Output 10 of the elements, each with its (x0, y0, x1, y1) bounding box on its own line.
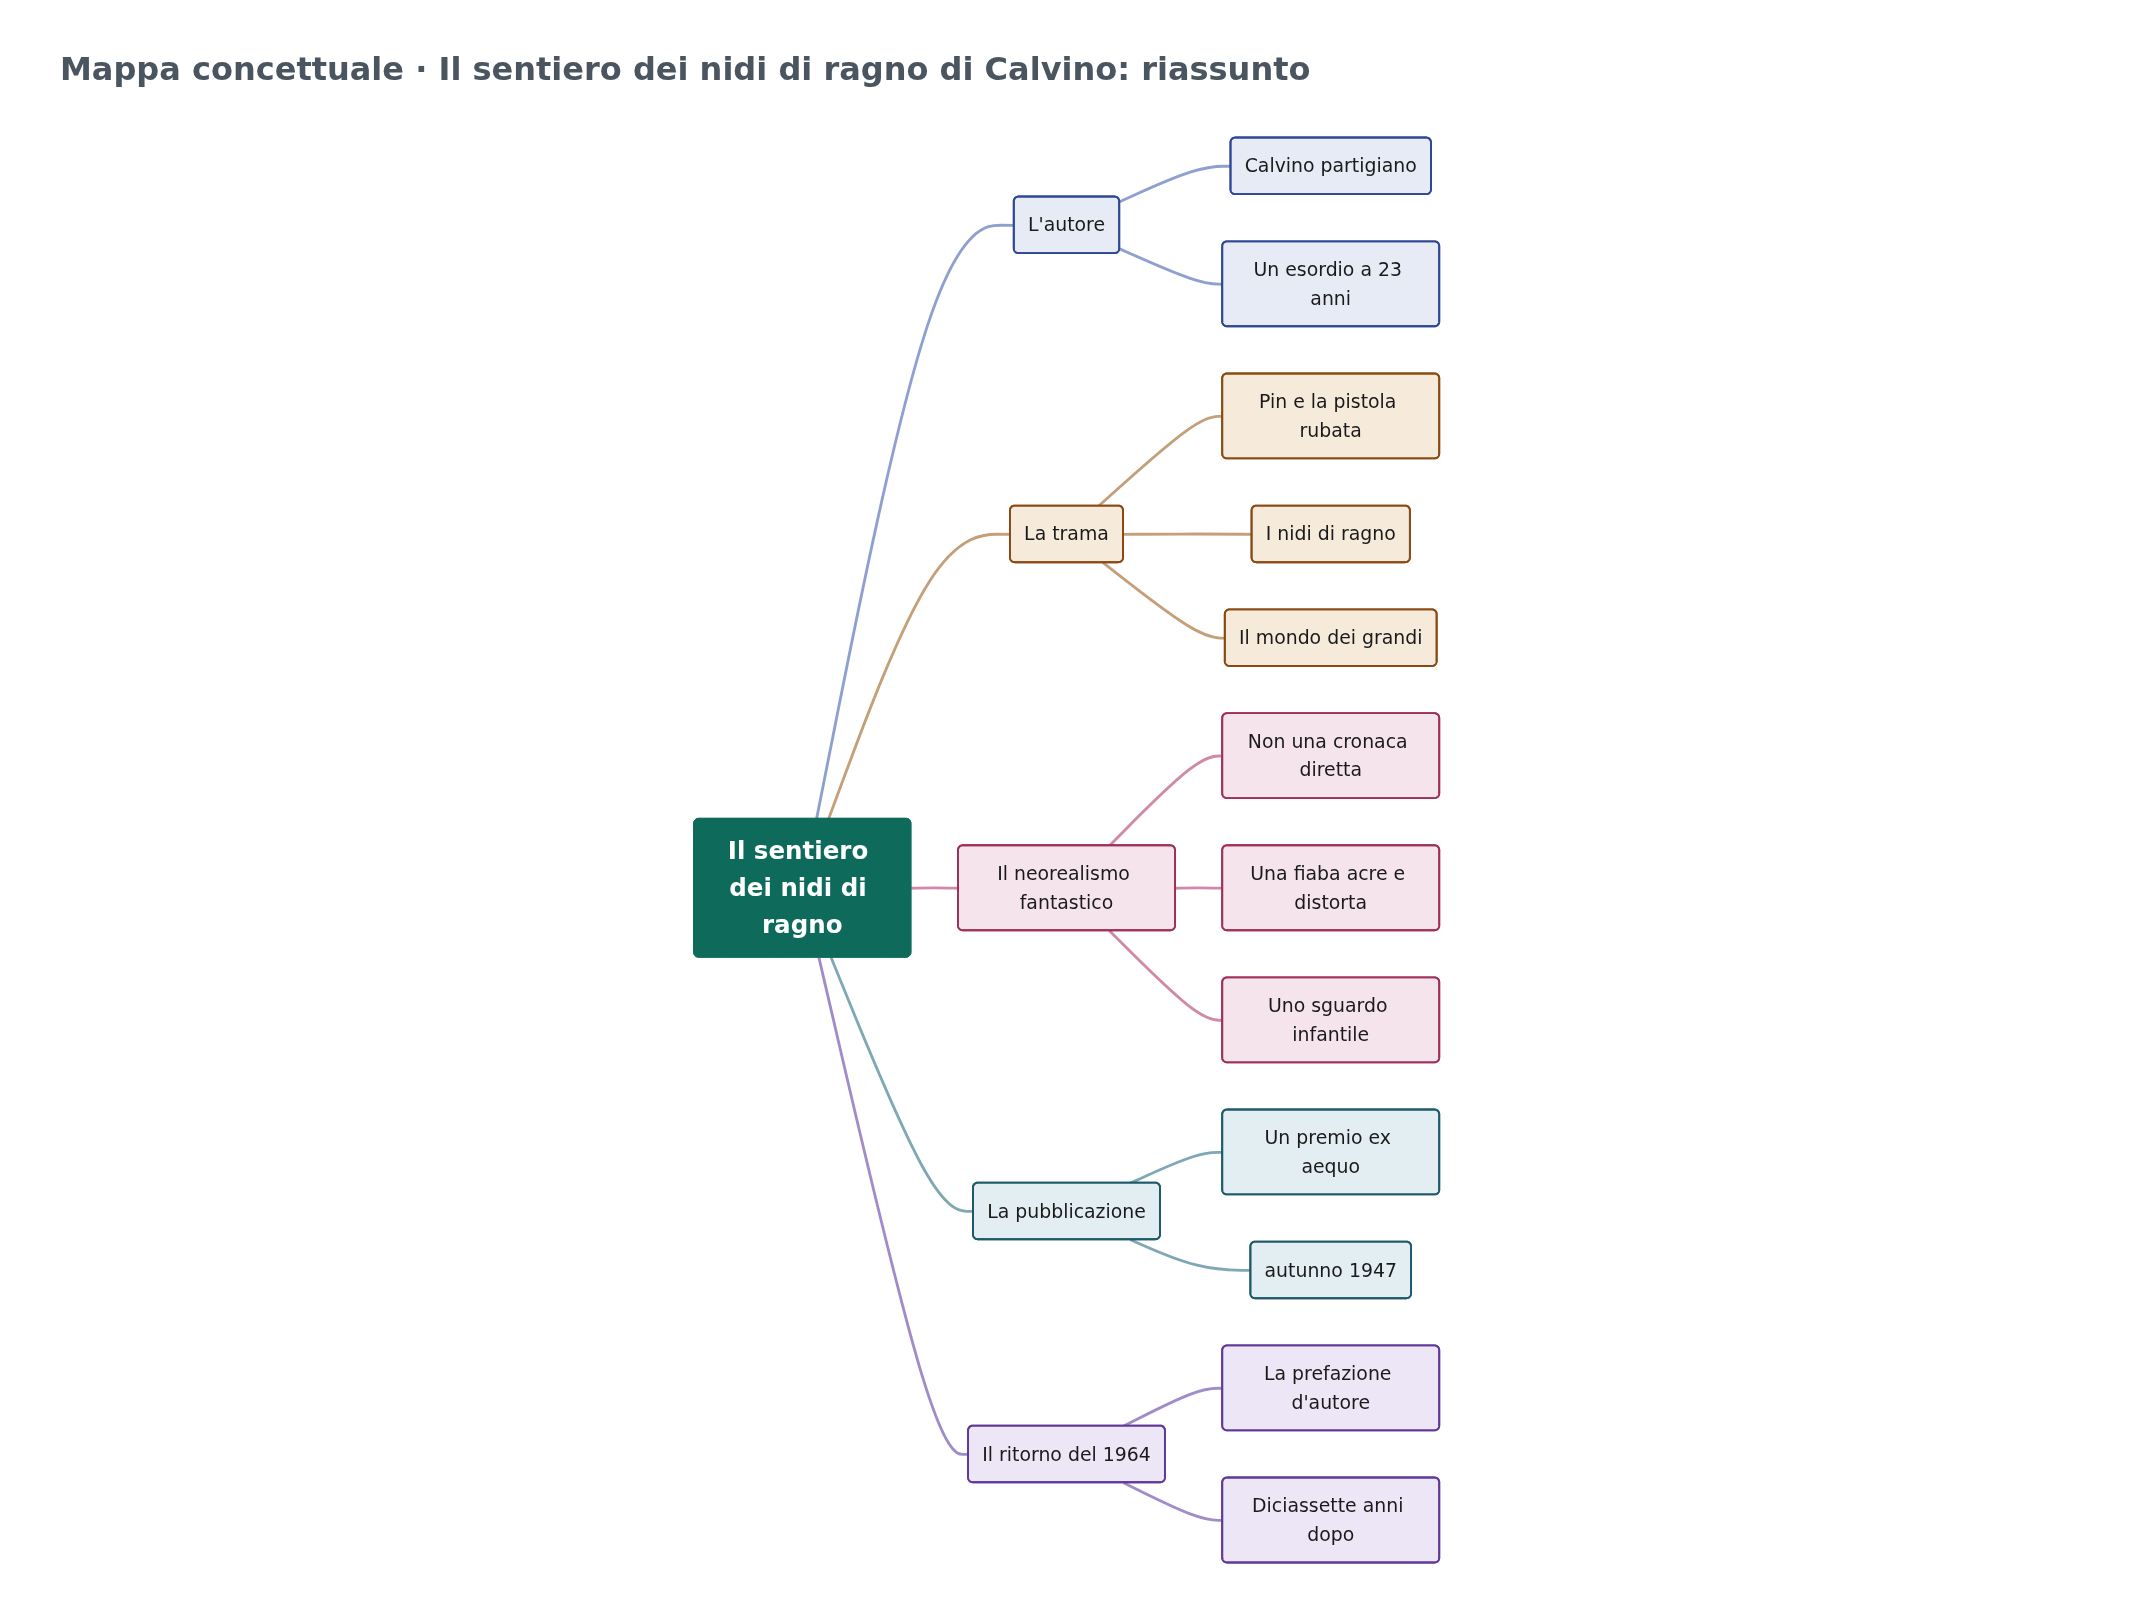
connector (829, 957, 974, 1213)
connector (1119, 164, 1231, 204)
diagram-title: Mappa concettuale · Il sentiero dei nidi di ragno di Calvino: riassunto (60, 50, 1311, 88)
connector (1119, 247, 1223, 286)
connector (1108, 754, 1223, 847)
connector (1122, 1481, 1223, 1522)
connector (1175, 886, 1223, 890)
connector (1108, 929, 1223, 1022)
connector (1129, 1238, 1251, 1272)
connector (817, 957, 969, 1456)
